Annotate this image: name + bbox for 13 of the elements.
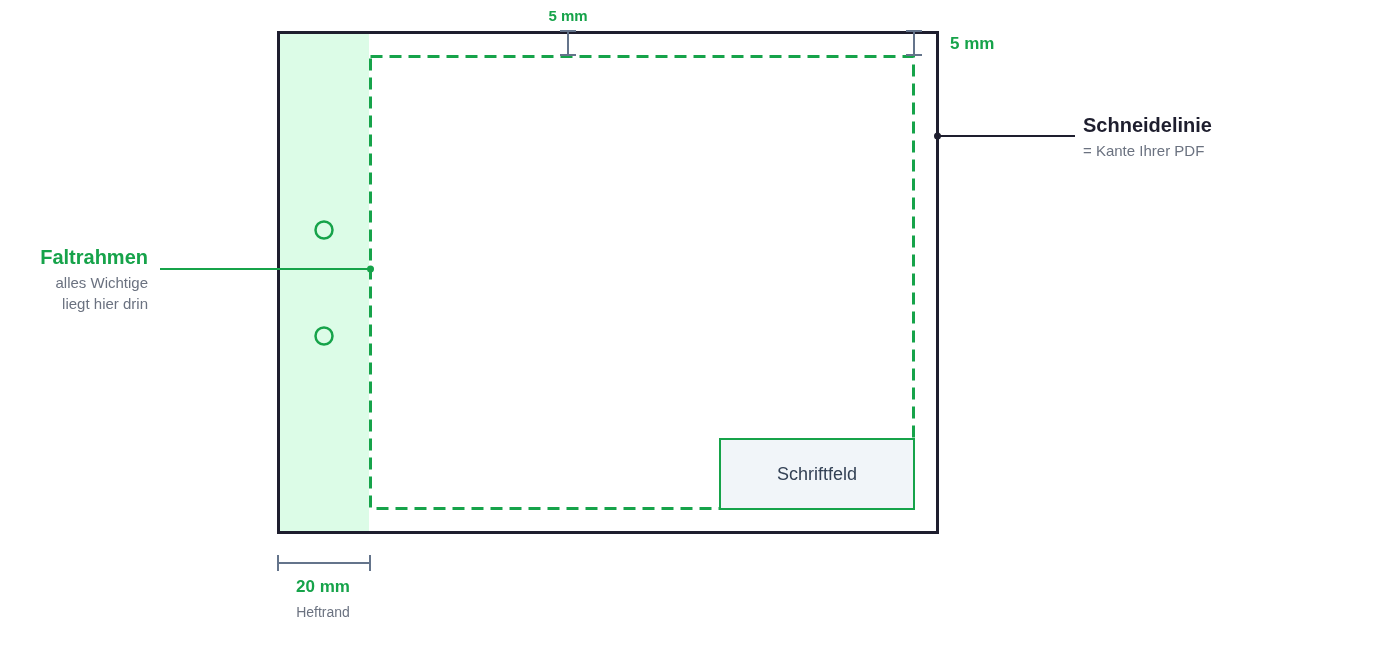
- dimension-label: 5 mm: [950, 33, 996, 55]
- title-block-label: Schriftfeld: [776, 462, 857, 486]
- callout-title: Faltrahmen: [40, 245, 148, 270]
- callout-note: = Kante Ihrer PDF: [1083, 141, 1206, 161]
- title-block: [719, 438, 915, 510]
- dimension-label: 5 mm: [547, 6, 589, 26]
- dimension-label: 20 mm: [295, 576, 351, 598]
- leader-line: [159, 265, 374, 273]
- callout-note: alles Wichtige liegt hier drin: [54, 273, 148, 314]
- sheet-outline: [277, 31, 939, 534]
- leader-line: [934, 132, 1076, 140]
- dimension-caption: Heftrand: [295, 603, 351, 622]
- callout-title: Schneidelinie: [1083, 113, 1213, 138]
